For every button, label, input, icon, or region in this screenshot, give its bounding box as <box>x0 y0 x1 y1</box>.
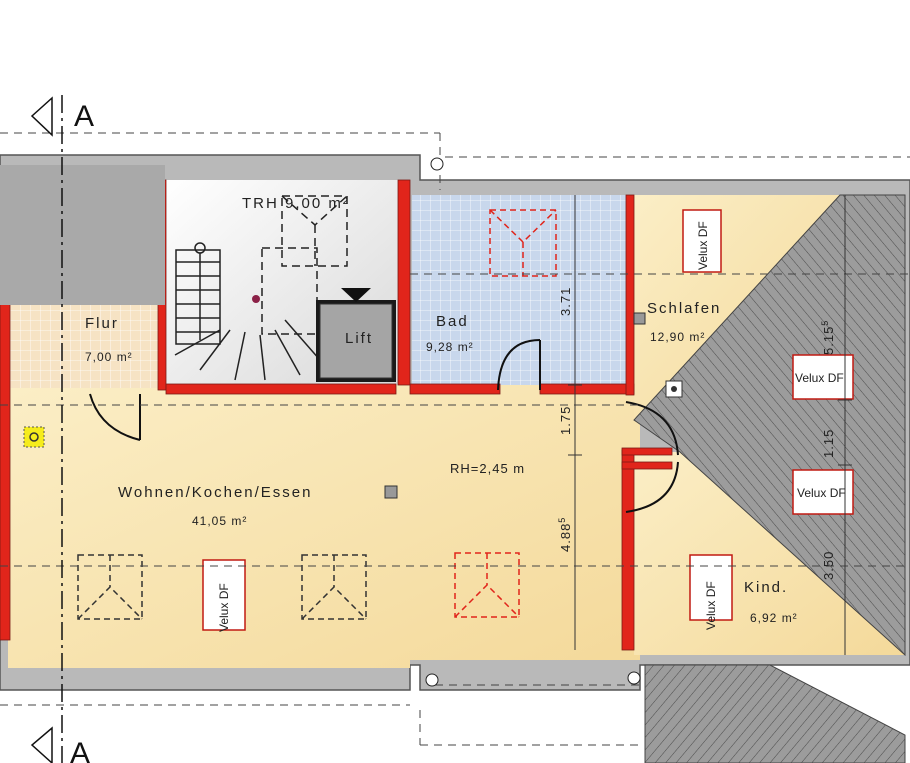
velux-boxes <box>202 209 854 631</box>
dim-label-living: 4.885 <box>557 517 573 552</box>
kind-label: Kind. <box>744 579 788 596</box>
lift-arrow-icon <box>341 288 371 302</box>
bad-skylight <box>489 209 557 277</box>
dim-label-schlafen-value: 5.15 <box>821 326 836 355</box>
section-label-top: A <box>74 100 94 133</box>
wohnen-area: 41,05 m² <box>192 514 247 528</box>
dim-label-schlafen-sup: 5 <box>820 320 830 326</box>
schlafen-area: 12,90 m² <box>650 330 705 344</box>
dim-label-middle: 1.15 <box>821 429 836 458</box>
velux-label-living: Velux DF <box>217 583 231 632</box>
outlet-icon <box>633 312 646 325</box>
dim-label-living-sup: 5 <box>557 517 567 523</box>
bad-label: Bad <box>436 313 469 330</box>
velux-label-roof-lower: Velux DF <box>797 486 846 500</box>
flur-label: Flur <box>85 315 119 332</box>
stair-center-dot <box>252 295 260 303</box>
section-label-bottom: A <box>70 737 90 763</box>
flur-area: 7,00 m² <box>85 350 133 364</box>
bad-floor <box>412 195 626 385</box>
schlafen-label: Schlafen <box>647 300 721 317</box>
bad-area: 9,28 m² <box>426 340 474 354</box>
kind-area: 6,92 m² <box>750 611 798 625</box>
flur-floor <box>8 300 158 388</box>
section-marker-top <box>30 96 53 137</box>
dim-label-bad: 3.71 <box>558 287 573 316</box>
living-skylights <box>77 554 367 620</box>
column-marker-icon <box>627 671 641 685</box>
column-marker-icon <box>430 157 444 171</box>
dim-label-wall: 1.75 <box>558 406 573 435</box>
sensor-icon <box>23 426 45 448</box>
construction-lines <box>0 132 910 746</box>
velux-label-kind: Velux DF <box>704 581 718 630</box>
velux-label-roof-upper: Velux DF <box>795 371 844 385</box>
wohnen-label: Wohnen/Kochen/Essen <box>118 484 313 501</box>
dimension-lines <box>568 195 852 655</box>
stairwell-label: TRH 9,00 m² <box>242 195 350 212</box>
living-skylight-red <box>454 552 520 618</box>
sensor-dot-icon <box>29 432 39 442</box>
door-swings <box>89 339 679 513</box>
section-marker-bottom <box>30 726 53 763</box>
dim-label-kind: 3.50 <box>821 551 836 580</box>
dim-label-living-value: 4.88 <box>558 523 573 552</box>
living-floor <box>8 385 640 668</box>
velux-label-schlafen: Velux DF <box>696 221 710 270</box>
redaction-block <box>0 165 165 305</box>
room-height-label: RH=2,45 m <box>450 461 525 476</box>
dim-label-schlafen: 5.155 <box>820 320 836 355</box>
lift-label: Lift <box>345 330 373 347</box>
stair <box>174 242 321 381</box>
stair-dashed <box>261 195 348 335</box>
column-marker-icon <box>425 673 439 687</box>
outlet-icon <box>384 485 398 499</box>
roof-slope-lower <box>644 664 906 763</box>
lift-cab <box>319 303 393 379</box>
